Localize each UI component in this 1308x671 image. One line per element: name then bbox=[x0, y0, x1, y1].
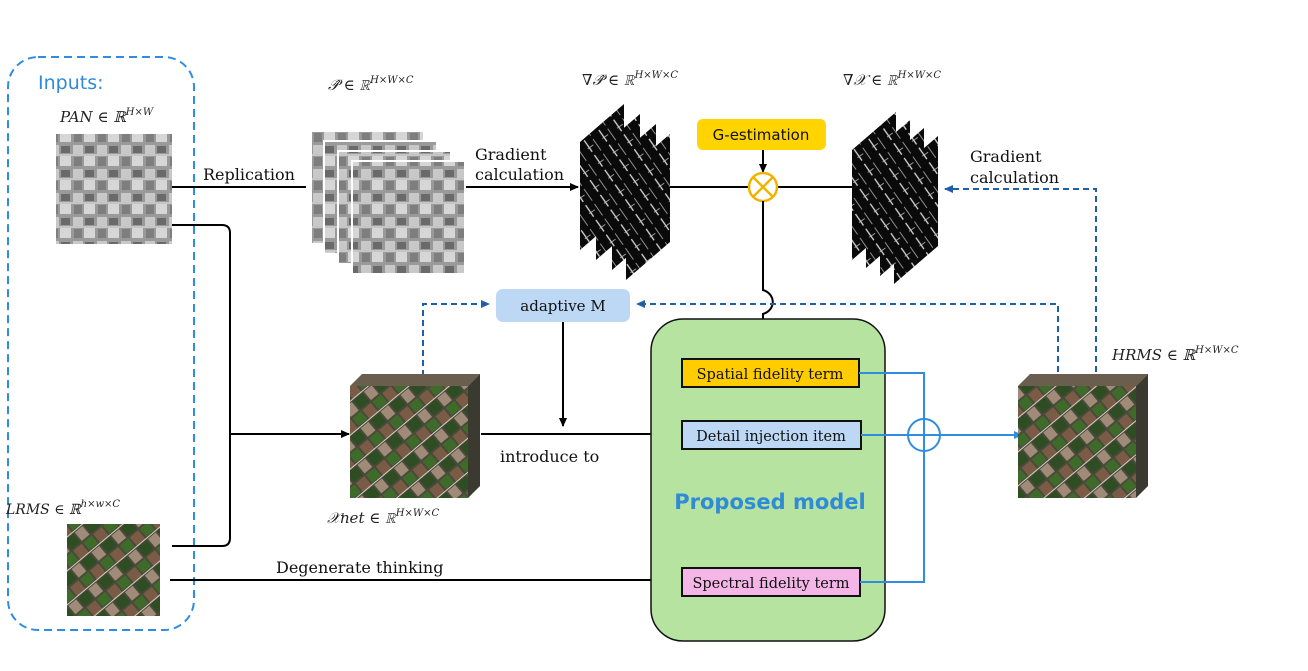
g-estimation-box bbox=[697, 119, 826, 150]
grad-p-hat-formula: ∇𝒫̂ ∈ ℝH×W×C bbox=[582, 70, 678, 89]
p-hat-formula: 𝒫̂ ∈ ℝH×W×C bbox=[328, 75, 414, 94]
replication-label: Replication bbox=[203, 165, 295, 184]
inputs-title: Inputs: bbox=[38, 72, 104, 94]
spatial-to-sum-line bbox=[859, 372, 925, 420]
grad-x-image-stack bbox=[852, 112, 938, 284]
pan-formula: PAN ∈ ℝH×W bbox=[59, 107, 154, 126]
detail-injection-label: Detail injection item bbox=[696, 429, 846, 445]
proposed-model-container bbox=[650, 318, 886, 642]
hrms-to-grad-x-dashed bbox=[944, 185, 1097, 372]
sum-operator-icon bbox=[907, 418, 941, 452]
spectral-fidelity-label: Spectral fidelity term bbox=[692, 576, 849, 592]
gradient-calc-2-line1: Gradient bbox=[970, 147, 1042, 166]
pan-image bbox=[56, 134, 172, 244]
lrms-formula: LRMS ∈ ℝh×w×C bbox=[5, 499, 120, 518]
multiply-operator-icon bbox=[747, 171, 779, 203]
xnet-image-cube bbox=[350, 374, 480, 498]
g-estimation-label: G-estimation bbox=[713, 126, 810, 144]
grad-p-hat-image-stack bbox=[580, 104, 670, 280]
xnet-formula: 𝒳net ∈ ℝH×W×C bbox=[327, 508, 440, 527]
spatial-fidelity-label: Spatial fidelity term bbox=[697, 367, 844, 383]
spectral-to-sum-line bbox=[860, 452, 925, 583]
degenerate-thinking-label: Degenerate thinking bbox=[276, 558, 443, 577]
hrms-image-cube bbox=[1018, 374, 1148, 498]
gradient-calc-1-line1: Gradient bbox=[475, 145, 547, 164]
grad-x-formula: ∇𝒳 ∈ ℝH×W×C bbox=[843, 70, 941, 89]
inputs-panel bbox=[7, 56, 195, 631]
otimes-to-spatial-path bbox=[759, 201, 774, 358]
xnet-to-adaptive-m-dashed bbox=[422, 300, 490, 376]
hrms-to-adaptive-m-dashed bbox=[636, 300, 1059, 372]
adaptive-m-box bbox=[496, 289, 630, 322]
adaptive-m-label: adaptive M bbox=[520, 297, 605, 315]
pan-lrms-merge-path bbox=[172, 224, 231, 547]
gradient-calc-1-line2: calculation bbox=[475, 165, 564, 184]
spatial-fidelity-box bbox=[681, 358, 860, 388]
hrms-formula: HRMS ∈ ℝH×W×C bbox=[1111, 345, 1239, 364]
lrms-image bbox=[67, 524, 160, 616]
p-hat-image-stack bbox=[310, 130, 466, 275]
gradient-calc-2-line2: calculation bbox=[970, 168, 1059, 187]
detail-injection-box bbox=[681, 420, 862, 450]
introduce-to-label: introduce to bbox=[500, 447, 599, 466]
proposed-model-label: Proposed model bbox=[674, 490, 866, 514]
